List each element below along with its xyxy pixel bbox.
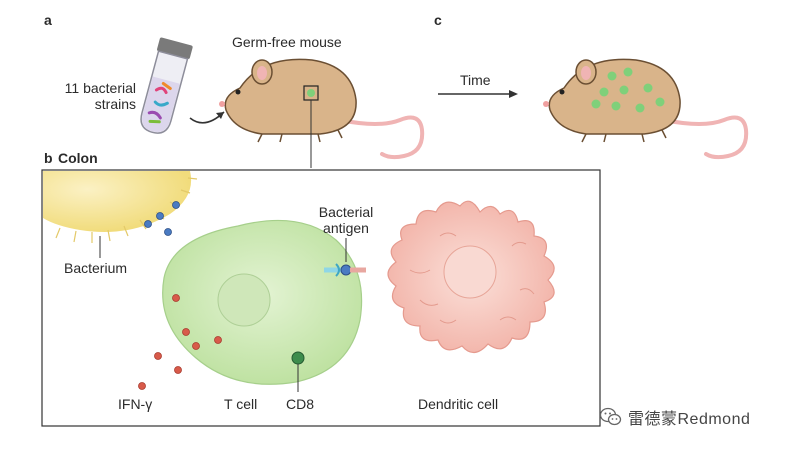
- colonized-mouse: [543, 58, 749, 160]
- germ-free-mouse: [219, 58, 425, 168]
- panel-a-letter: a: [44, 12, 52, 28]
- bacterium-label: Bacterium: [64, 260, 128, 276]
- time-label: Time: [460, 72, 491, 88]
- germ-free-mouse-label: Germ-free mouse: [232, 34, 342, 50]
- wechat-icon: [600, 407, 622, 426]
- test-tube: [140, 37, 193, 134]
- t-cell: [162, 219, 363, 385]
- cd8-marker: [291, 351, 305, 392]
- panel-b-letter: b: [44, 150, 53, 166]
- watermark: 雷德蒙Redmond: [600, 405, 750, 429]
- panel-b-title: Colon: [58, 150, 98, 166]
- panel-c-letter: c: [434, 12, 442, 28]
- antigen-dots-near-bacterium: [144, 201, 180, 236]
- ifn-gamma-label: IFN-γ: [118, 396, 153, 412]
- dendritic-cell-label: Dendritic cell: [418, 396, 499, 412]
- bacterial-strains-label: 11 bacterial strains: [64, 80, 136, 112]
- watermark-text: 雷德蒙Redmond: [628, 411, 751, 428]
- antigen-receptor-synapse: [324, 263, 366, 277]
- cd8-label: CD8: [286, 396, 315, 412]
- ifn-gamma-dots: [138, 294, 222, 390]
- bacterial-antigen-label: Bacterial antigen: [318, 204, 374, 236]
- t-cell-label: T cell: [224, 396, 258, 412]
- dendritic-cell: [387, 200, 555, 354]
